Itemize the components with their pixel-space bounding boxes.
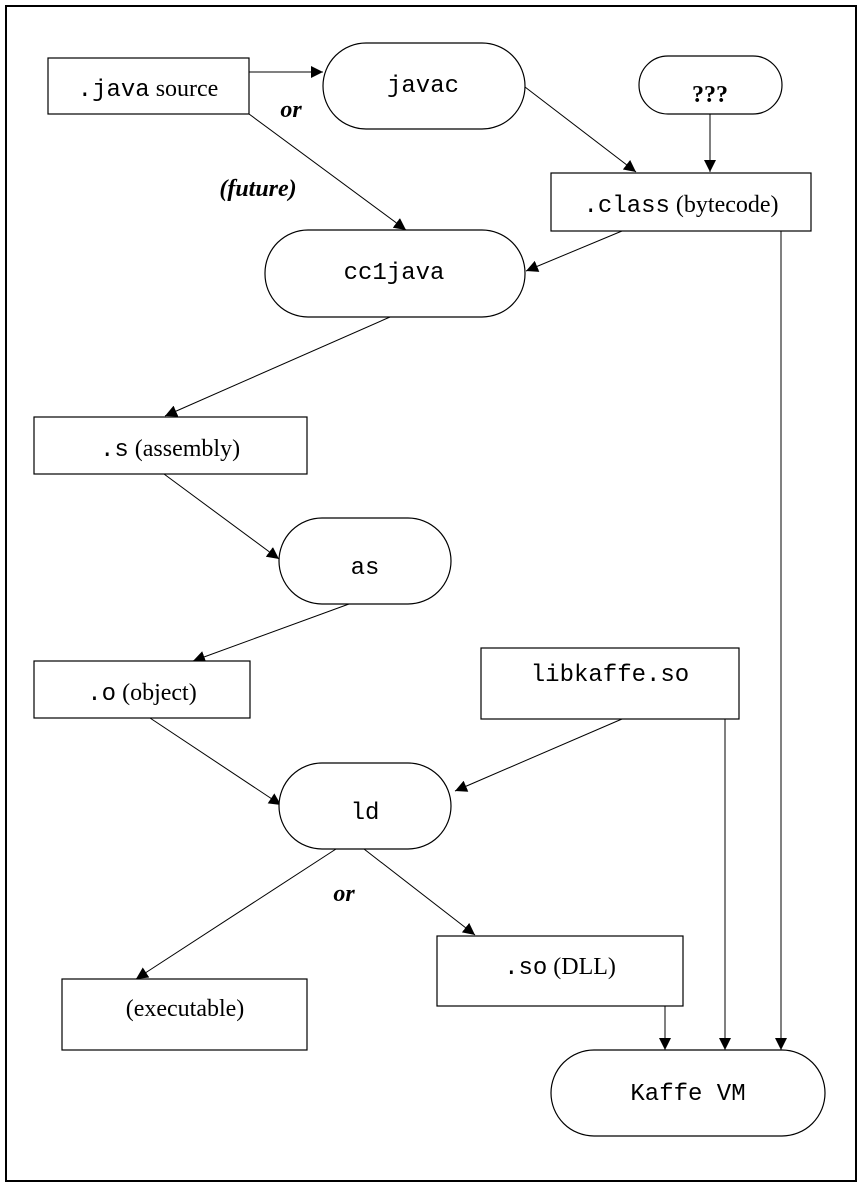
edges <box>135 66 787 1050</box>
class-label: .class (bytecode) <box>583 192 778 220</box>
cc1java-box <box>264 229 526 318</box>
annotation-future: (future) <box>219 176 296 202</box>
edge-ld-to-executable <box>135 848 337 980</box>
edge-as-to-object <box>192 603 350 663</box>
libkaffe-box <box>480 647 740 720</box>
executable-label: (executable) <box>126 996 245 1022</box>
node-javac: javac <box>322 42 526 130</box>
edge-class-to-cc1java <box>525 230 623 272</box>
node-cc1java: cc1java <box>264 229 526 318</box>
node-executable: (executable) <box>61 978 308 1051</box>
edge-libkaffe-to-ld <box>454 718 623 792</box>
javac-box <box>322 42 526 130</box>
annotation-or-bottom: or <box>333 881 355 907</box>
as-box <box>278 517 452 605</box>
kaffe-vm-box <box>550 1049 826 1137</box>
libkaffe-label: libkaffe.so <box>531 662 689 689</box>
assembly-box <box>33 416 308 475</box>
node-object: .o (object) <box>33 660 251 719</box>
node-java-source: .java source <box>47 57 250 115</box>
edge-object-to-ld <box>149 717 282 806</box>
edge-ld-to-so <box>363 848 476 936</box>
cc1java-label: cc1java <box>344 260 445 287</box>
class-box <box>550 172 812 232</box>
edge-javac-to-class <box>524 86 637 173</box>
node-assembly: .s (assembly) <box>33 416 308 475</box>
edge-assembly-to-as <box>163 473 280 560</box>
node-kaffe-vm: Kaffe VM <box>550 1049 826 1137</box>
object-label: .o (object) <box>87 680 196 708</box>
ld-label: ld <box>351 800 380 827</box>
edge-java-to-cc1java <box>248 113 407 231</box>
node-unknown: ??? <box>638 55 783 115</box>
node-ld: ld <box>278 762 452 850</box>
node-as: as <box>278 517 452 605</box>
unknown-box <box>638 55 783 115</box>
node-class: .class (bytecode) <box>550 172 812 232</box>
unknown-label: ??? <box>692 82 728 108</box>
ld-box <box>278 762 452 850</box>
edge-cc1java-to-assembly <box>164 316 391 417</box>
java-source-box <box>47 57 250 115</box>
java-source-label: .java source <box>78 76 219 104</box>
executable-box <box>61 978 308 1051</box>
node-libkaffe: libkaffe.so <box>480 647 740 720</box>
kaffe-vm-label: Kaffe VM <box>630 1081 745 1108</box>
assembly-label: .s (assembly) <box>100 436 240 464</box>
so-dll-label: .so (DLL) <box>504 954 616 982</box>
javac-label: javac <box>387 73 459 100</box>
object-box <box>33 660 251 719</box>
node-so-dll: .so (DLL) <box>436 935 684 1007</box>
as-label: as <box>351 555 380 582</box>
annotation-or-top: or <box>280 97 302 123</box>
diagram-frame <box>5 5 857 1182</box>
so-dll-box <box>436 935 684 1007</box>
